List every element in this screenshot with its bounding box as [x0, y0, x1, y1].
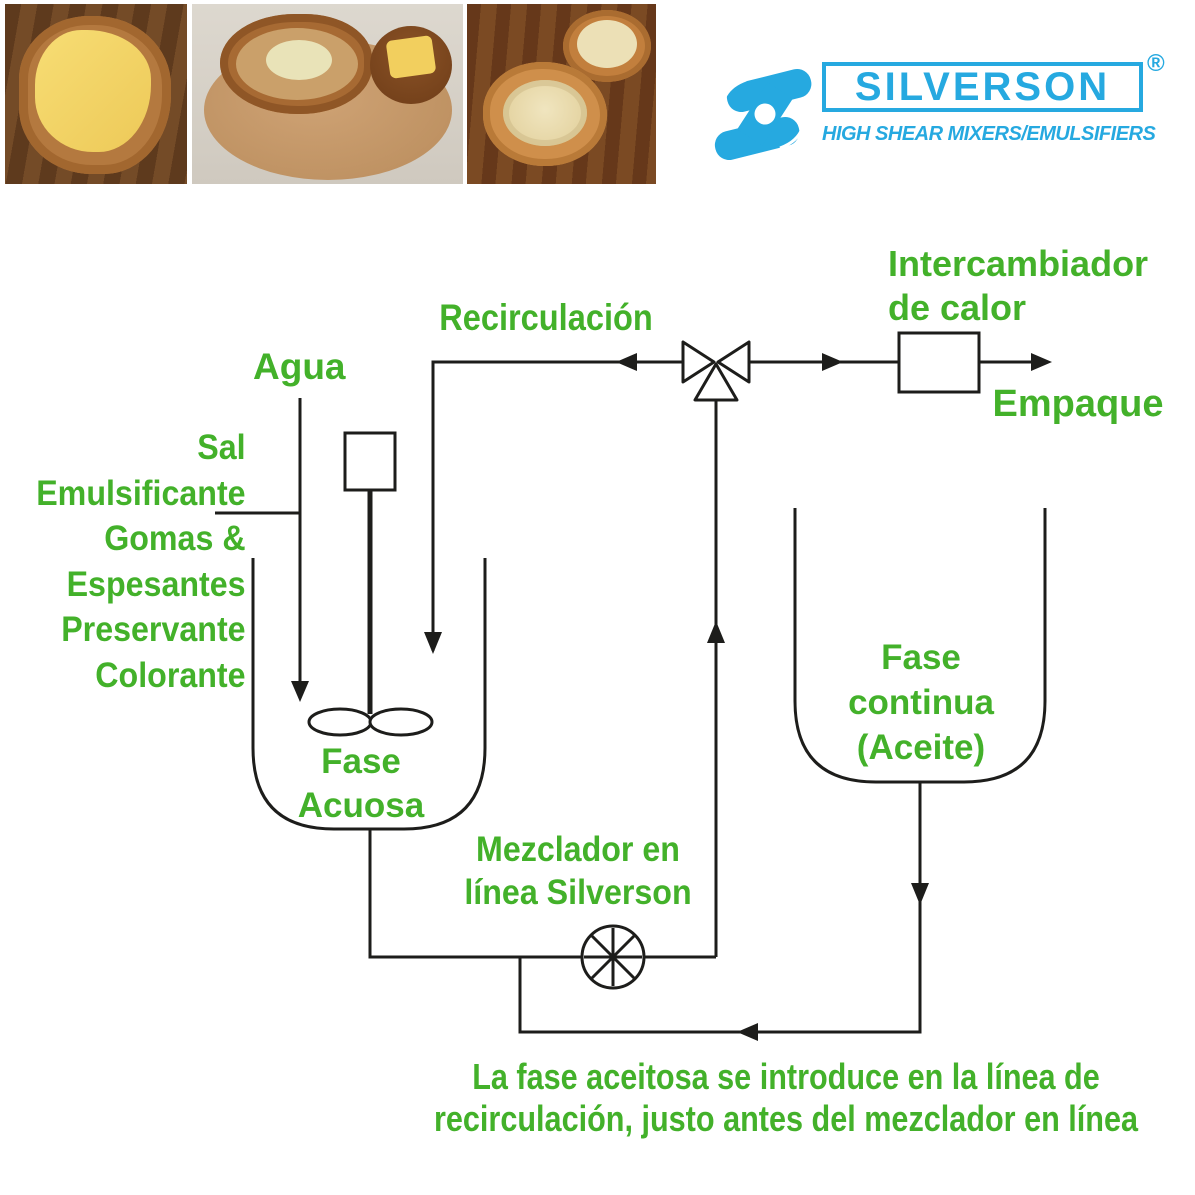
- label-line: (Aceite): [856, 728, 986, 767]
- silverson-s-icon: [714, 68, 812, 160]
- butter-spread: [503, 80, 587, 146]
- label-line: Intercambiador: [888, 243, 1149, 284]
- label-recirculacion: Recirculación: [439, 297, 653, 338]
- valve-feed-line: [707, 399, 725, 957]
- ingredient-item: Sal: [197, 428, 246, 467]
- label-line: línea Silverson: [464, 873, 692, 912]
- silverson-wordmark: SILVERSON: [822, 62, 1143, 112]
- butter-spread: [266, 40, 332, 80]
- label-agua: Agua: [253, 346, 346, 387]
- caption-line-2: recirculación, justo antes del mezclador…: [433, 1098, 1139, 1139]
- arrow-right-icon: [822, 353, 843, 371]
- ingredient-item: Espesantes: [67, 564, 246, 604]
- three-way-valve-symbol: [681, 340, 751, 402]
- label-line: Acuosa: [297, 786, 425, 825]
- label-line: Fase: [321, 742, 401, 781]
- label-line: continua: [848, 683, 994, 722]
- arrow-down-icon: [424, 632, 442, 654]
- bread-and-butter-bowl-photo: [192, 4, 463, 184]
- arrow-right-icon: [1031, 353, 1052, 371]
- label-line: Mezclador en: [475, 830, 680, 869]
- propeller-blade: [307, 707, 373, 737]
- label-inline-mixer: Mezclador en línea Silverson: [464, 828, 691, 914]
- butter-spread: [577, 20, 637, 68]
- logo-center-dot: [754, 103, 776, 125]
- label-heat-exchanger: Intercambiador de calor: [888, 242, 1148, 330]
- heat-exchanger-symbol: [897, 331, 981, 394]
- ingredient-item: Emulsificante: [36, 473, 246, 513]
- toast-with-butter-photo: [5, 4, 187, 184]
- arrow-down-icon: [291, 681, 309, 702]
- butter-spread: [35, 30, 151, 152]
- agitator-symbol: [307, 431, 434, 737]
- label-line: Fase: [881, 638, 961, 677]
- arrow-up-icon: [707, 621, 725, 643]
- registered-trademark-symbol: ®: [1147, 50, 1165, 77]
- inline-mixer-symbol: [580, 924, 646, 990]
- ingredient-item: Preservante: [61, 610, 246, 649]
- arrow-down-icon: [911, 883, 929, 905]
- oil-phase-line: [518, 782, 929, 1041]
- label-empaque: Empaque: [992, 383, 1164, 425]
- brand-name: SILVERSON: [854, 64, 1111, 109]
- arrow-left-icon: [616, 353, 637, 371]
- caption-line-1: La fase aceitosa se introduce en la líne…: [472, 1056, 1100, 1097]
- label-fase-acuosa: Fase Acuosa: [298, 740, 424, 828]
- agua-feed-line: [291, 398, 309, 702]
- agitator-motor: [343, 431, 397, 492]
- propeller-blade: [368, 707, 434, 737]
- arrow-left-icon: [737, 1023, 758, 1041]
- recirculation-line: [424, 353, 683, 654]
- logo-tagline: HIGH SHEAR MIXERS/EMULSIFIERS: [822, 123, 1156, 145]
- buttered-rolls-photo: [467, 4, 656, 184]
- label-line: de calor: [888, 287, 1027, 328]
- label-fase-continua-aceite: Fase continua (Aceite): [848, 635, 994, 770]
- outlet-line: [750, 353, 1052, 371]
- ingredient-item: Gomas &: [104, 519, 246, 558]
- label-ingredients-list: Sal Emulsificante Gomas & Espesantes Pre…: [37, 425, 246, 698]
- ingredient-item: Colorante: [95, 655, 246, 695]
